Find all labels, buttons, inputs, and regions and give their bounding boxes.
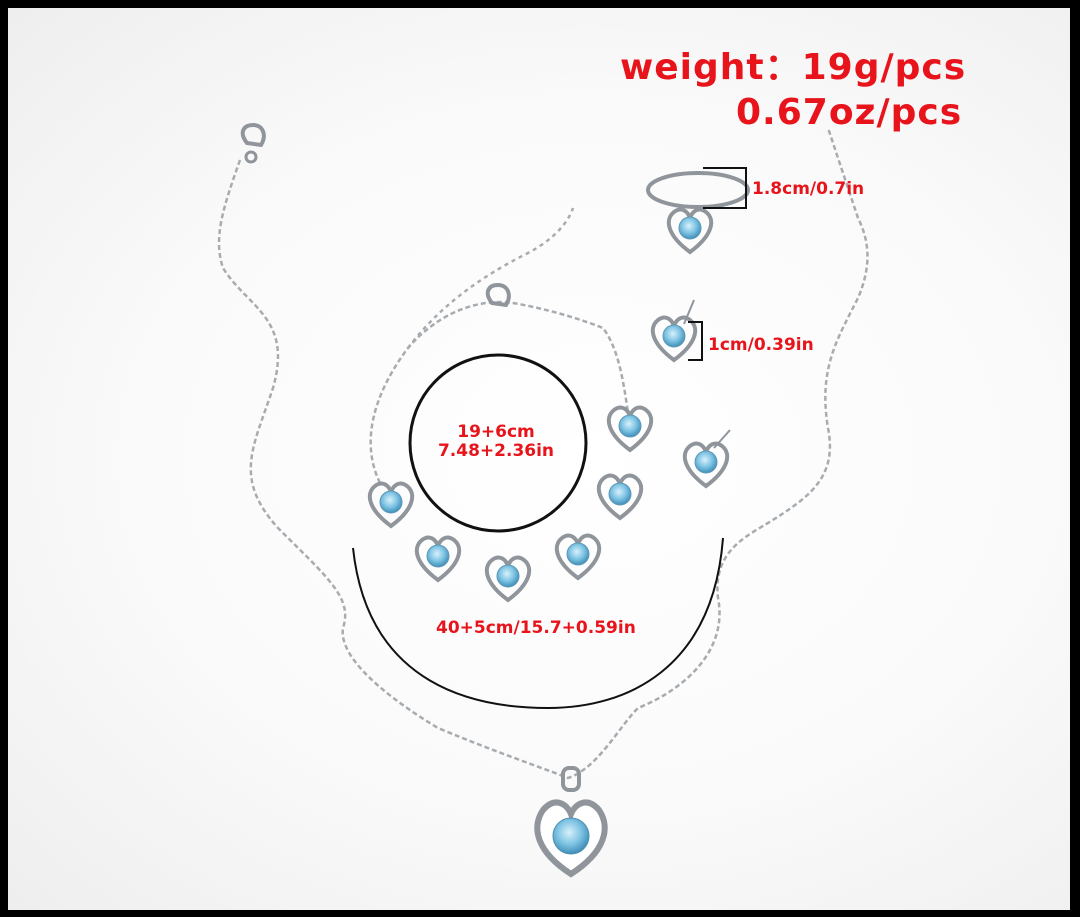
earring-measure-bracket [688, 321, 703, 361]
necklace-clasp [240, 122, 266, 164]
earring-1 [650, 299, 698, 362]
bracelet-heart-3 [484, 555, 532, 602]
bracelet-clasp [485, 282, 511, 308]
photo-background [8, 8, 1070, 910]
bracelet-heart-1 [367, 481, 415, 528]
bracelet-heart-6 [606, 405, 654, 452]
bracelet-size-in: 7.48+2.36in [437, 440, 555, 461]
bracelet-size-cm: 19+6cm [457, 422, 535, 442]
ring-measure-bracket [703, 167, 747, 209]
bracelet-heart-4 [554, 533, 602, 580]
bracelet-heart-2 [414, 535, 462, 582]
pendant [534, 766, 608, 878]
weight-ounces-label: 0.67oz/pcs [736, 92, 963, 133]
product-image-frame: weight：19g/pcs 0.67oz/pcs 19+6cm 7.48+2.… [8, 8, 1070, 910]
jewelry-illustration [217, 122, 869, 878]
bracelet-extender [407, 207, 575, 349]
earring-2 [682, 429, 731, 488]
bracelet-heart-5 [596, 473, 644, 520]
necklace-measure-arc [352, 537, 724, 710]
bracelet-measure-circle [408, 353, 588, 533]
ring [646, 171, 750, 254]
ring-size-label: 1.8cm/0.7in [752, 179, 865, 199]
bracelet-size-label: 19+6cm 7.48+2.36in [426, 423, 566, 460]
earring-size-label: 1cm/0.39in [708, 335, 814, 355]
weight-grams-label: weight：19g/pcs [620, 47, 967, 88]
necklace-chain [217, 127, 869, 780]
necklace-size-label: 40+5cm/15.7+0.59in [436, 618, 636, 638]
